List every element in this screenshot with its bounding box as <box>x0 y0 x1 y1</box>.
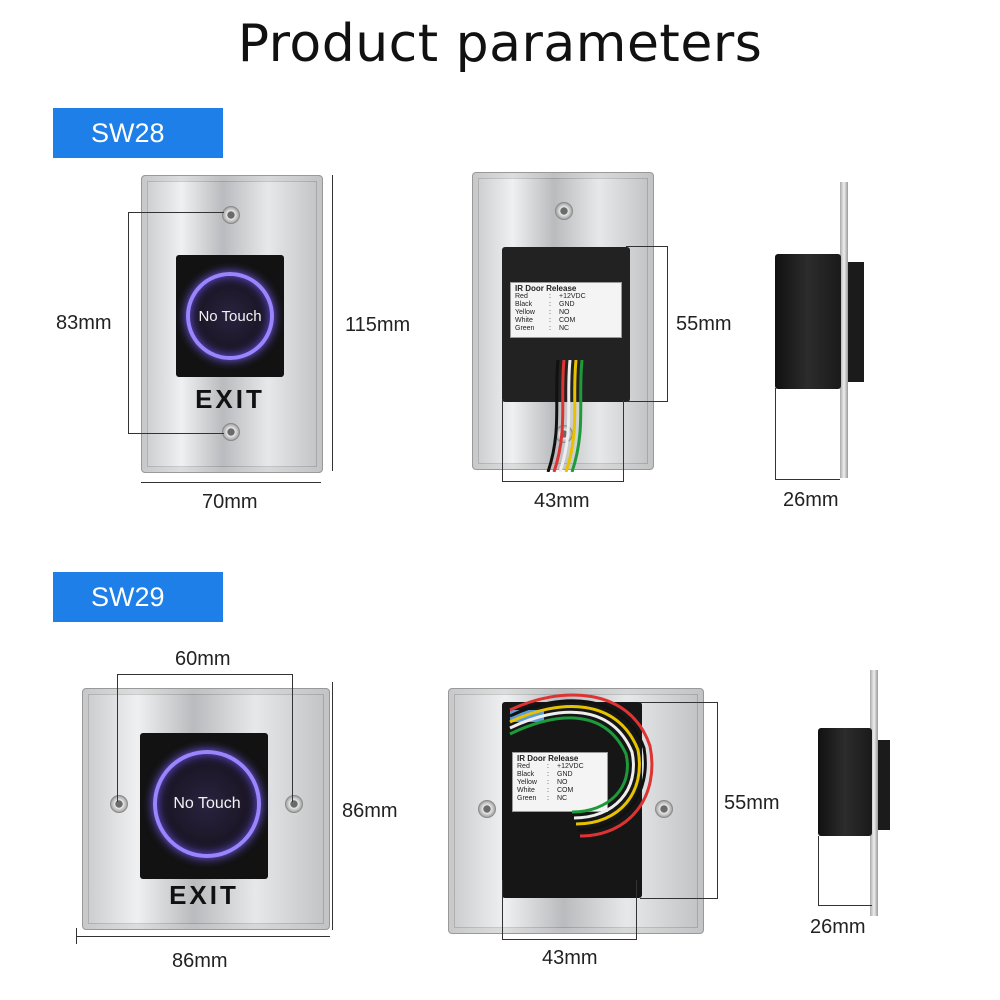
sw28-dim-55: 55mm <box>676 313 732 335</box>
sw28-dim-43: 43mm <box>534 490 590 512</box>
sw28-no-touch-ring: No Touch <box>186 272 274 360</box>
screw-icon <box>478 800 496 818</box>
sw29-no-touch-label: No Touch <box>173 795 241 812</box>
wire-color: Green <box>517 795 537 802</box>
sw28-side-module <box>775 254 841 389</box>
sw29-dim-26: 26mm <box>810 916 866 938</box>
screw-icon <box>110 795 128 813</box>
screw-icon <box>222 206 240 224</box>
sw28-dim-55-tick-bottom <box>626 401 668 402</box>
sw29-dim-86-width: 86mm <box>172 950 228 972</box>
wire-sep: : <box>549 325 551 332</box>
wire-function: GND <box>557 771 573 778</box>
sw29-dim-86h-line <box>332 682 333 930</box>
sw28-dim-70-line <box>141 482 321 483</box>
wire-function: +12VDC <box>559 293 586 300</box>
sw28-dim-55-line <box>667 246 668 402</box>
sw28-dim-83-line <box>128 212 129 434</box>
page-title: Product parameters <box>237 14 763 74</box>
sw29-side-module <box>818 728 872 836</box>
wire-color: Green <box>515 325 535 332</box>
wire-sep: : <box>549 293 551 300</box>
wire-color: Yellow <box>517 779 537 786</box>
sw28-side-sensor <box>848 262 864 382</box>
wire-function: NC <box>557 795 568 802</box>
sw29-dim-60: 60mm <box>175 648 231 670</box>
sw29-side-plate <box>870 670 878 916</box>
wire-color: White <box>515 317 533 324</box>
wire-function: +12VDC <box>557 763 584 770</box>
wire-color: Black <box>517 771 535 778</box>
sw28-dim-83-tick-bottom <box>128 433 224 434</box>
wire-sep: : <box>549 301 551 308</box>
sw28-dim-83-tick-top <box>128 212 224 213</box>
sw28-dim-115: 115mm <box>345 314 411 336</box>
sw29-dim-55-tick-bottom <box>640 898 718 899</box>
sw29-dim-26-line <box>818 905 872 906</box>
sw29-wiring-label: IR Door Release Red: +12VDC Black: GND Yel… <box>512 752 608 812</box>
wire-sep: : <box>549 309 551 316</box>
wire-sep: : <box>547 763 549 770</box>
sw29-dim-60-tick-left <box>117 674 118 802</box>
sw28-module-title: IR Door Release <box>515 284 577 293</box>
sw29-dim-55: 55mm <box>724 792 780 814</box>
sw28-dim-83: 83mm <box>56 312 112 334</box>
sw28-dim-26: 26mm <box>783 489 839 511</box>
wire-function: COM <box>559 317 576 324</box>
wire-color: Yellow <box>515 309 535 316</box>
model-tag-sw28: SW28 <box>53 108 223 158</box>
wire-function: COM <box>557 787 574 794</box>
wire-sep: : <box>547 779 549 786</box>
sw28-wiring-table: Red: +12VDC Black: GND Yellow: NO White: COM… <box>515 293 617 333</box>
sw29-dim-26-tick-left <box>818 836 819 906</box>
sw28-no-touch-label: No Touch <box>198 307 262 325</box>
sw29-dim-43-line <box>502 939 637 940</box>
sw29-wiring-table: Red: +12VDC Black: GND Yellow: NO White: COM… <box>517 763 603 803</box>
wire-sep: : <box>547 795 549 802</box>
wire-function: GND <box>559 301 575 308</box>
sw28-wiring-label: IR Door Release Red: +12VDC Black: GND Yel… <box>510 282 622 338</box>
wire-color: Red <box>517 763 530 770</box>
screw-icon <box>285 795 303 813</box>
screw-icon <box>222 423 240 441</box>
sw28-dim-115-line <box>332 175 333 471</box>
sw28-dim-26-tick-left <box>775 388 776 480</box>
sw28-dim-43-line <box>502 481 624 482</box>
sw29-exit-label: EXIT <box>169 880 239 910</box>
wire-function: NO <box>557 779 568 786</box>
sw29-dim-43-tick-right <box>636 880 637 940</box>
sw29-dim-86-height: 86mm <box>342 800 398 822</box>
screw-icon <box>555 202 573 220</box>
sw29-side-sensor <box>878 740 890 830</box>
wire-color: Red <box>515 293 528 300</box>
sw28-dim-43-tick-right <box>623 400 624 482</box>
sw29-dim-55-line <box>717 702 718 899</box>
wire-function: NO <box>559 309 570 316</box>
sw29-dim-55-tick-top <box>640 702 718 703</box>
sw28-exit-label: EXIT <box>195 384 265 414</box>
sw29-wire-bundle <box>509 693 654 838</box>
sw28-dim-26-line <box>775 479 840 480</box>
sw29-no-touch-ring: No Touch <box>153 750 261 858</box>
wire-sep: : <box>549 317 551 324</box>
sw28-dim-43-tick-left <box>502 400 503 482</box>
sw28-dim-55-tick-top <box>626 246 668 247</box>
screw-icon <box>655 800 673 818</box>
wire-color: White <box>517 787 535 794</box>
wire-sep: : <box>547 787 549 794</box>
wire-sep: : <box>547 771 549 778</box>
sw29-module-title: IR Door Release <box>517 754 579 763</box>
sw28-side-plate <box>840 182 848 478</box>
sw29-dim-86w-line <box>76 936 330 937</box>
model-tag-sw29: SW29 <box>53 572 223 622</box>
sw29-dim-60-line <box>117 674 293 675</box>
sw28-wire-bundle <box>546 360 584 472</box>
sw28-dim-70: 70mm <box>202 491 258 513</box>
wire-color: Black <box>515 301 533 308</box>
wire-function: NC <box>559 325 570 332</box>
sw29-dim-43-tick-left <box>502 880 503 940</box>
sw29-dim-60-tick-right <box>292 674 293 802</box>
sw29-dim-43: 43mm <box>542 947 598 969</box>
sw29-dim-86w-tick <box>76 928 77 944</box>
